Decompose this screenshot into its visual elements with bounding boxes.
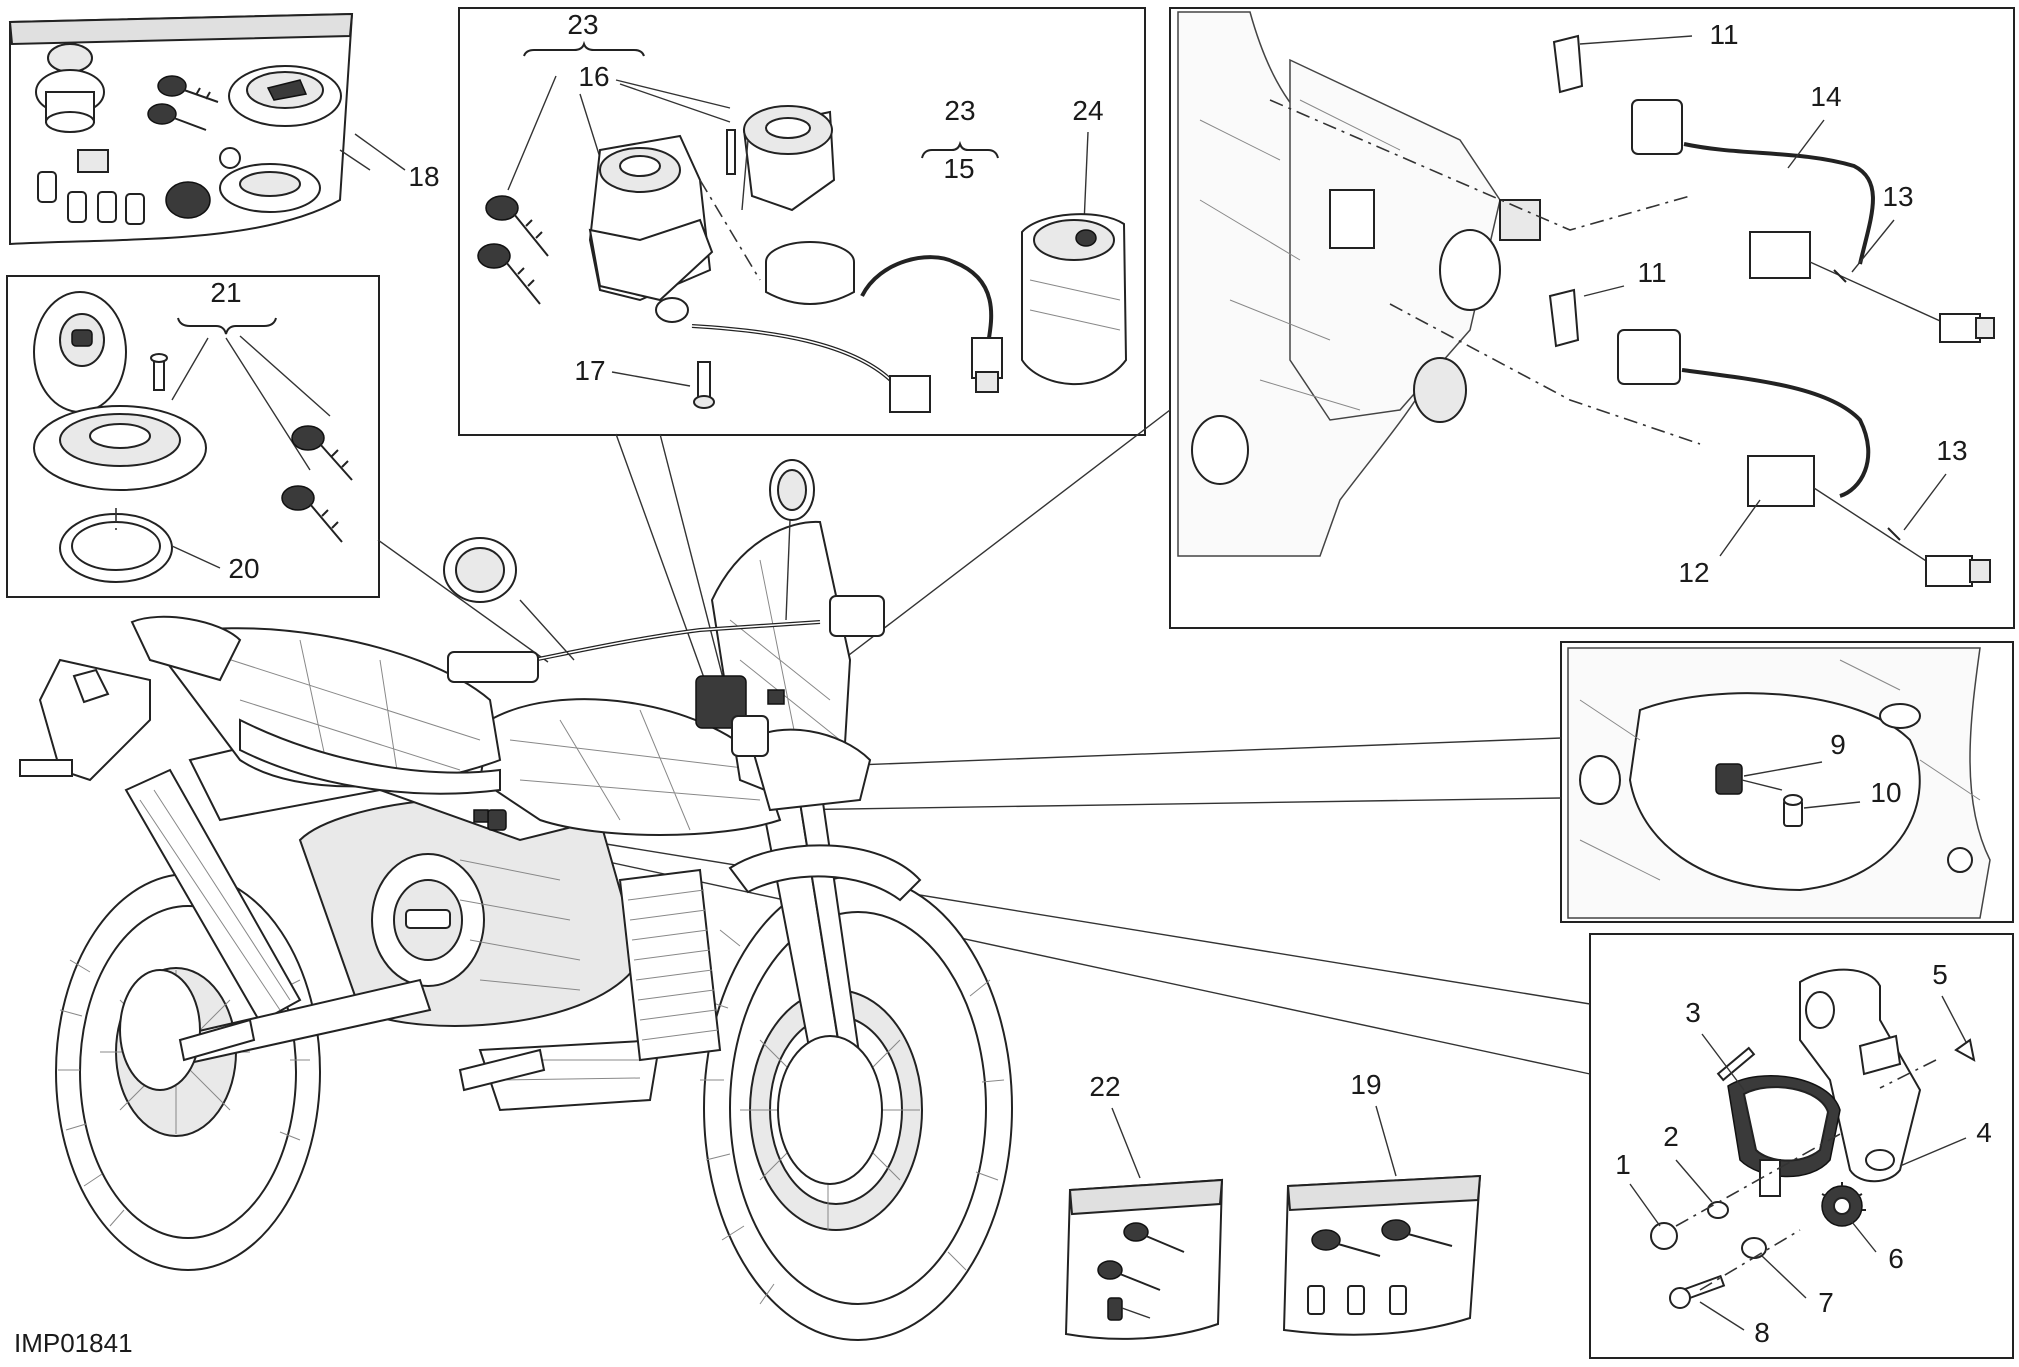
lock-barrel-icon	[37, 147, 241, 225]
fuel-cap-assembly-icon	[33, 291, 207, 491]
panel-fuel-cap-20-21: 21 20	[6, 275, 380, 598]
switch-keys-icon	[477, 195, 549, 305]
radiator-icon	[618, 868, 722, 1062]
motorcycle-illustration	[19, 459, 1013, 1341]
callout-23-top: 23	[567, 9, 598, 40]
barrel-cover-icon	[726, 105, 855, 305]
callout-11-top: 11	[1709, 19, 1738, 50]
callout-7: 7	[1818, 1287, 1834, 1318]
switch-cover-24-icon	[1021, 213, 1128, 385]
callout-21: 21	[210, 277, 241, 308]
callout-14: 14	[1810, 81, 1841, 112]
parts-bag-22: 22	[1064, 1071, 1224, 1340]
connector-9-icon	[1715, 763, 1783, 795]
ignition-key-icon	[147, 75, 219, 131]
callout-15: 15	[943, 153, 974, 184]
callout-20: 20	[228, 553, 259, 584]
ignition-switch-body-icon	[588, 134, 761, 323]
engine-icon	[298, 797, 662, 1112]
bolt-17-icon	[693, 361, 715, 409]
panel-sensor-bracket: 1 2 3 4 5 6 7 8	[1589, 933, 2014, 1359]
handlebar-icon	[443, 459, 885, 683]
frame-detail-icon	[1567, 647, 1991, 919]
callout-19: 19	[1350, 1069, 1381, 1100]
fasteners-icon	[1650, 1038, 1976, 1309]
gear-6-icon	[1821, 1182, 1866, 1227]
clip-10-icon	[1783, 794, 1803, 827]
callout-4: 4	[1976, 1117, 1992, 1148]
callout-10: 10	[1870, 777, 1901, 808]
callout-13-bottom: 13	[1936, 435, 1967, 466]
ignition-location-icon	[473, 675, 785, 823]
fuel-cap-icon	[219, 65, 342, 213]
callout-12: 12	[1678, 557, 1709, 588]
callout-6: 6	[1888, 1243, 1904, 1274]
callout-2: 2	[1663, 1121, 1679, 1152]
callout-22: 22	[1089, 1071, 1120, 1102]
callout-17: 17	[574, 355, 605, 386]
wiring-harness-15-icon	[691, 255, 1003, 413]
panel-immobilizer: 11 14 13 11 13 12	[1169, 7, 2015, 629]
rear-tail-icon	[19, 615, 242, 782]
antenna-upper-icon	[1552, 34, 1995, 343]
figure-code: IMP01841	[14, 1328, 133, 1358]
panel-sensor-9-10: 9 10	[1560, 641, 2014, 923]
bracket-4-icon	[1799, 968, 1922, 1183]
callout-13-top: 13	[1882, 181, 1913, 212]
key-pair-icon	[281, 425, 353, 543]
panel-ignition-switch: 23 16 24 15	[458, 7, 1146, 436]
callout-24: 24	[1072, 95, 1103, 126]
callout-5: 5	[1932, 959, 1948, 990]
callout-3: 3	[1685, 997, 1701, 1028]
callout-11-bottom: 11	[1637, 257, 1666, 288]
frame-section-icon	[1177, 11, 1541, 557]
seat-icon	[148, 627, 502, 795]
callout-18: 18	[408, 161, 439, 192]
ignition-switch-icon	[35, 43, 105, 133]
gasket-ring-icon	[59, 508, 173, 583]
callout-16: 16	[578, 61, 609, 92]
antenna-lower-icon	[1548, 288, 1991, 587]
callout-23-harness: 23	[944, 95, 975, 126]
panel-ignition-kit-18: 18	[8, 12, 440, 246]
sensor-3-icon	[1727, 1075, 1841, 1197]
callout-8: 8	[1754, 1317, 1770, 1348]
callout-1: 1	[1615, 1149, 1631, 1180]
exhaust-icon	[124, 768, 302, 1024]
parts-bag-19: 19	[1282, 1069, 1482, 1336]
callout-9: 9	[1830, 729, 1846, 760]
